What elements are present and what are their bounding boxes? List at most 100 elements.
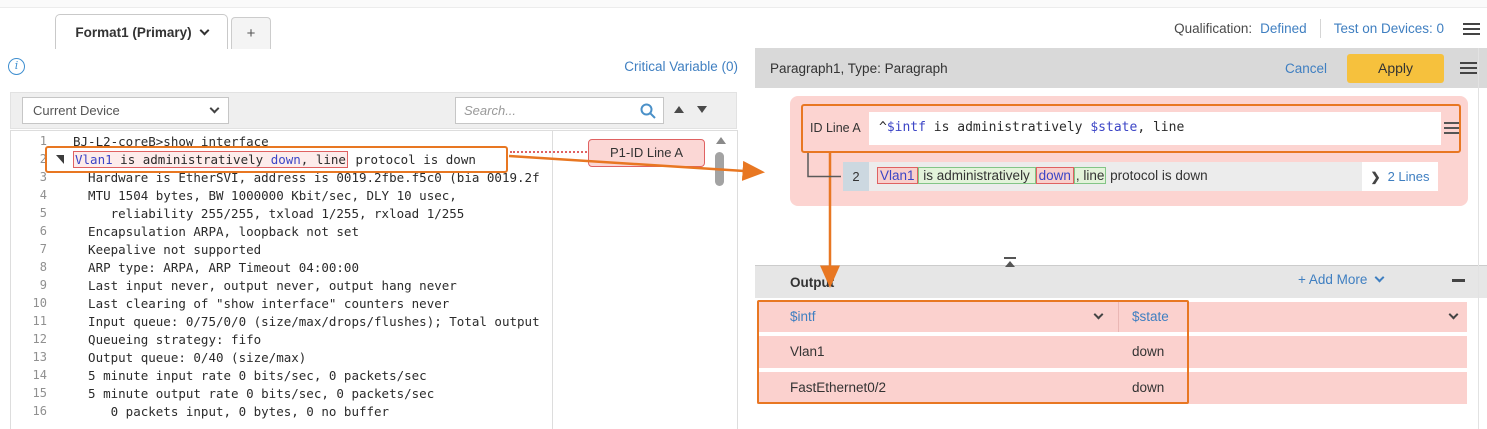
line-number: 2: [39, 152, 47, 166]
line-number: 1: [39, 134, 47, 148]
column-divider: [1118, 302, 1119, 332]
pattern-var-intf: $intf: [886, 120, 926, 135]
line-number: 8: [39, 260, 47, 274]
line-number: 14: [32, 368, 47, 382]
code-line[interactable]: 6 Encapsulation ARPA, loopback not set: [11, 222, 553, 240]
line-number: 4: [39, 188, 47, 202]
test-on-devices-link[interactable]: Test on Devices: 0: [1333, 21, 1444, 36]
code-line[interactable]: 4 MTU 1504 bytes, BW 1000000 Kbit/sec, D…: [11, 186, 553, 204]
code-line[interactable]: 16 0 packets input, 0 bytes, 0 no buffer: [11, 402, 553, 420]
collapse-panel-icon[interactable]: [1003, 257, 1017, 267]
code-line[interactable]: 13 Output queue: 0/40 (size/max): [11, 348, 553, 366]
column-header-state[interactable]: $state: [1132, 309, 1169, 324]
paragraph-id-badge[interactable]: P1-ID Line A: [588, 139, 705, 167]
code-text: Keepalive not supported: [73, 241, 262, 257]
output-cell-state: down: [1132, 344, 1165, 359]
code-line[interactable]: 14 5 minute input rate 0 bits/sec, 0 pac…: [11, 366, 553, 384]
line-number: 15: [32, 386, 47, 400]
output-row[interactable]: Vlan1 down: [757, 336, 1467, 368]
menu-icon[interactable]: [1463, 27, 1480, 30]
code-line[interactable]: 11 Input queue: 0/75/0/0 (size/max/drops…: [11, 312, 553, 330]
chevron-down-icon: [209, 103, 220, 114]
code-text: MTU 1504 bytes, BW 1000000 Kbit/sec, DLY…: [73, 187, 457, 203]
minimize-output-icon[interactable]: [1452, 279, 1465, 282]
line-number: 7: [39, 242, 47, 256]
panel-menu-icon[interactable]: [1460, 67, 1477, 69]
sample-match-intf: Vlan1: [877, 167, 918, 184]
tab-format1[interactable]: Format1 (Primary): [55, 14, 228, 49]
add-more-label: + Add More: [1298, 272, 1368, 287]
code-text: Last clearing of "show interface" counte…: [73, 295, 450, 311]
expand-lines-label: 2 Lines: [1387, 169, 1430, 184]
code-text: ARP type: ARPA, ARP Timeout 04:00:00: [73, 259, 359, 275]
code-line[interactable]: 7 Keepalive not supported: [11, 240, 553, 258]
editor-annotation-divider: [552, 130, 553, 429]
line-number: 3: [39, 170, 47, 184]
code-text: Output queue: 0/40 (size/max): [73, 349, 307, 365]
apply-button[interactable]: Apply: [1347, 53, 1444, 83]
qualification-value-link[interactable]: Defined: [1260, 21, 1307, 36]
line-number: 5: [39, 206, 47, 220]
expand-lines-button[interactable]: ❯ 2 Lines: [1362, 162, 1438, 191]
code-line[interactable]: 12 Queueing strategy: fifo: [11, 330, 553, 348]
code-line[interactable]: 2 Vlan1 is administratively down, line pr…: [11, 150, 553, 168]
search-nav: [674, 106, 707, 113]
qualification-label: Qualification:: [1174, 21, 1253, 36]
topbar-right: Qualification: Defined Test on Devices: …: [1174, 19, 1480, 38]
chevron-down-icon: [199, 25, 210, 35]
critical-variable-link[interactable]: Critical Variable (0): [624, 59, 738, 74]
column-header-intf[interactable]: $intf: [790, 309, 816, 324]
code-line[interactable]: 10 Last clearing of "show interface" cou…: [11, 294, 553, 312]
id-line-pattern-input[interactable]: ^$intf is administratively $state, line: [869, 112, 1441, 145]
add-more-button[interactable]: + Add More: [1298, 272, 1385, 287]
code-text: Input queue: 0/75/0/0 (size/max/drops/fl…: [73, 313, 540, 329]
code-line[interactable]: 5 reliability 255/255, txload 1/255, rxl…: [11, 204, 553, 222]
line-number: 16: [32, 404, 47, 418]
chevron-down-icon[interactable]: [1093, 309, 1104, 320]
pattern-text: , line: [1137, 120, 1185, 135]
tab-format1-label: Format1 (Primary): [75, 24, 192, 40]
output-title: Output: [790, 274, 835, 290]
device-selector-value: Current Device: [33, 103, 120, 118]
code-text: 5 minute input rate 0 bits/sec, 0 packet…: [73, 367, 427, 383]
previous-match-icon[interactable]: [674, 106, 684, 113]
code-text: Queueing strategy: fifo: [73, 331, 262, 347]
annotation-dotted-connector: [510, 151, 587, 153]
pattern-text: is administratively: [925, 120, 1091, 135]
code-line[interactable]: 3 Hardware is EtherSVI, address is 0019.…: [11, 168, 553, 186]
paragraph-title: Paragraph1, Type: Paragraph: [770, 60, 948, 76]
info-icon[interactable]: i: [8, 58, 25, 75]
add-tab-button[interactable]: +: [231, 17, 271, 49]
top-strip: [0, 0, 1487, 8]
line-number: 6: [39, 224, 47, 238]
chevron-down-icon[interactable]: [1448, 309, 1459, 320]
output-cell-state: down: [1132, 380, 1165, 395]
device-selector[interactable]: Current Device: [22, 97, 229, 124]
sample-match-literal: , line: [1073, 167, 1107, 184]
fold-marker-icon[interactable]: [47, 152, 73, 167]
output-cell-intf: Vlan1: [790, 344, 825, 359]
scrollbar-up-icon[interactable]: [716, 137, 726, 144]
search-input[interactable]: [456, 98, 636, 123]
cancel-button[interactable]: Cancel: [1284, 60, 1327, 76]
scrollbar-thumb[interactable]: [715, 152, 724, 186]
drag-handle-icon[interactable]: [1444, 122, 1459, 124]
code-line[interactable]: 9 Last input never, output never, output…: [11, 276, 553, 294]
code-text: Vlan1 is administratively down, line pro…: [73, 150, 476, 168]
code-line[interactable]: 15 5 minute output rate 0 bits/sec, 0 pa…: [11, 384, 553, 402]
id-line-label: ID Line A: [810, 121, 861, 135]
output-section-header: Output: [755, 265, 1487, 298]
add-tab-label: +: [246, 25, 256, 42]
search-icon[interactable]: [639, 102, 657, 120]
code-text: Hardware is EtherSVI, address is 0019.2f…: [73, 169, 540, 185]
code-line[interactable]: 8 ARP type: ARPA, ARP Timeout 04:00:00: [11, 258, 553, 276]
code-text: Encapsulation ARPA, loopback not set: [73, 223, 359, 239]
sample-plain-text: protocol is down: [1106, 168, 1208, 183]
next-match-icon[interactable]: [697, 106, 707, 113]
code-text: reliability 255/255, txload 1/255, rxloa…: [73, 205, 465, 221]
